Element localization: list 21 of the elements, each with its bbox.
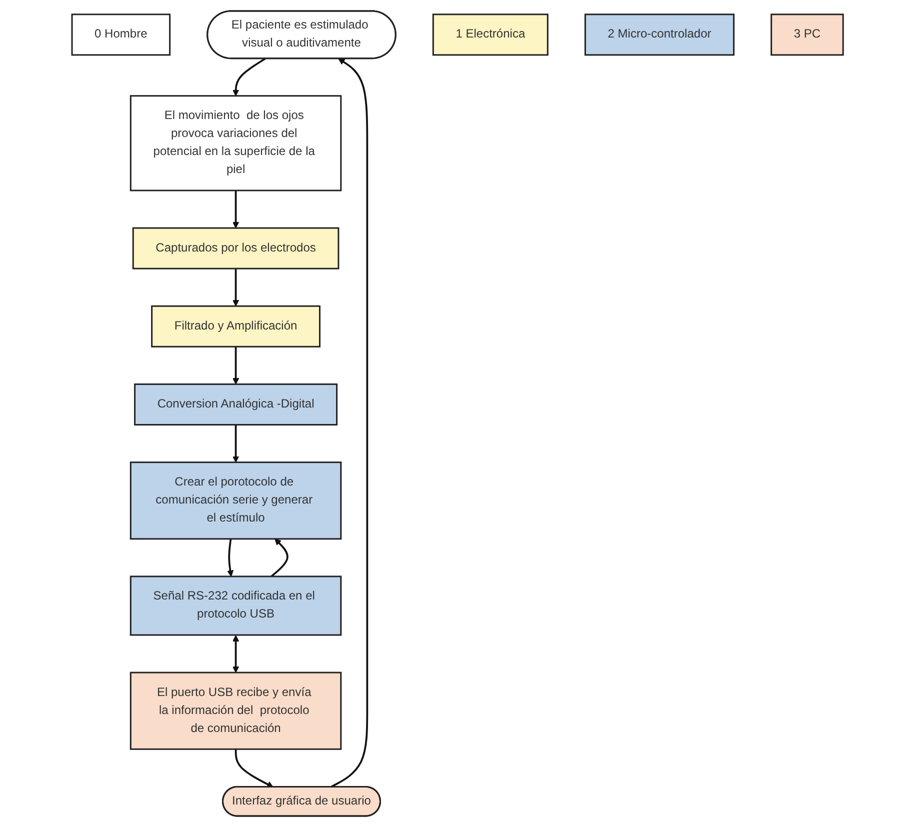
node-box: 0 Hombre: [71, 14, 170, 56]
arrow: [234, 749, 274, 788]
node-box: Filtrado y Amplificación: [151, 305, 320, 348]
arrow: [226, 538, 234, 577]
node-box: Crear el porotocolo de comunicación serie y generar el estímulo: [130, 462, 342, 540]
arrow: [330, 58, 368, 788]
node-box: 1 Electrónica: [432, 14, 548, 56]
arrow: [232, 58, 266, 96]
node-box: 3 PC: [770, 14, 844, 56]
arrow: [232, 268, 240, 306]
node-box: El puerto USB recibe y envía la información del protocolo de comunicación: [130, 672, 342, 750]
node-box: Capturados por los electrodos: [132, 227, 340, 270]
node-box: Conversion Analógica -Digital: [134, 383, 338, 426]
arrow: [232, 346, 240, 384]
node-box: Señal RS-232 codificada en el protocolo USB: [130, 576, 342, 636]
arrow: [232, 635, 240, 673]
node-box: 2 Micro-controlador: [584, 14, 734, 56]
arrow: [270, 538, 288, 578]
arrow: [232, 424, 240, 463]
node-box: El movimiento de los ojos provoca variaciones del potencial en la superficie de la piel: [130, 95, 342, 192]
arrow: [232, 190, 240, 228]
